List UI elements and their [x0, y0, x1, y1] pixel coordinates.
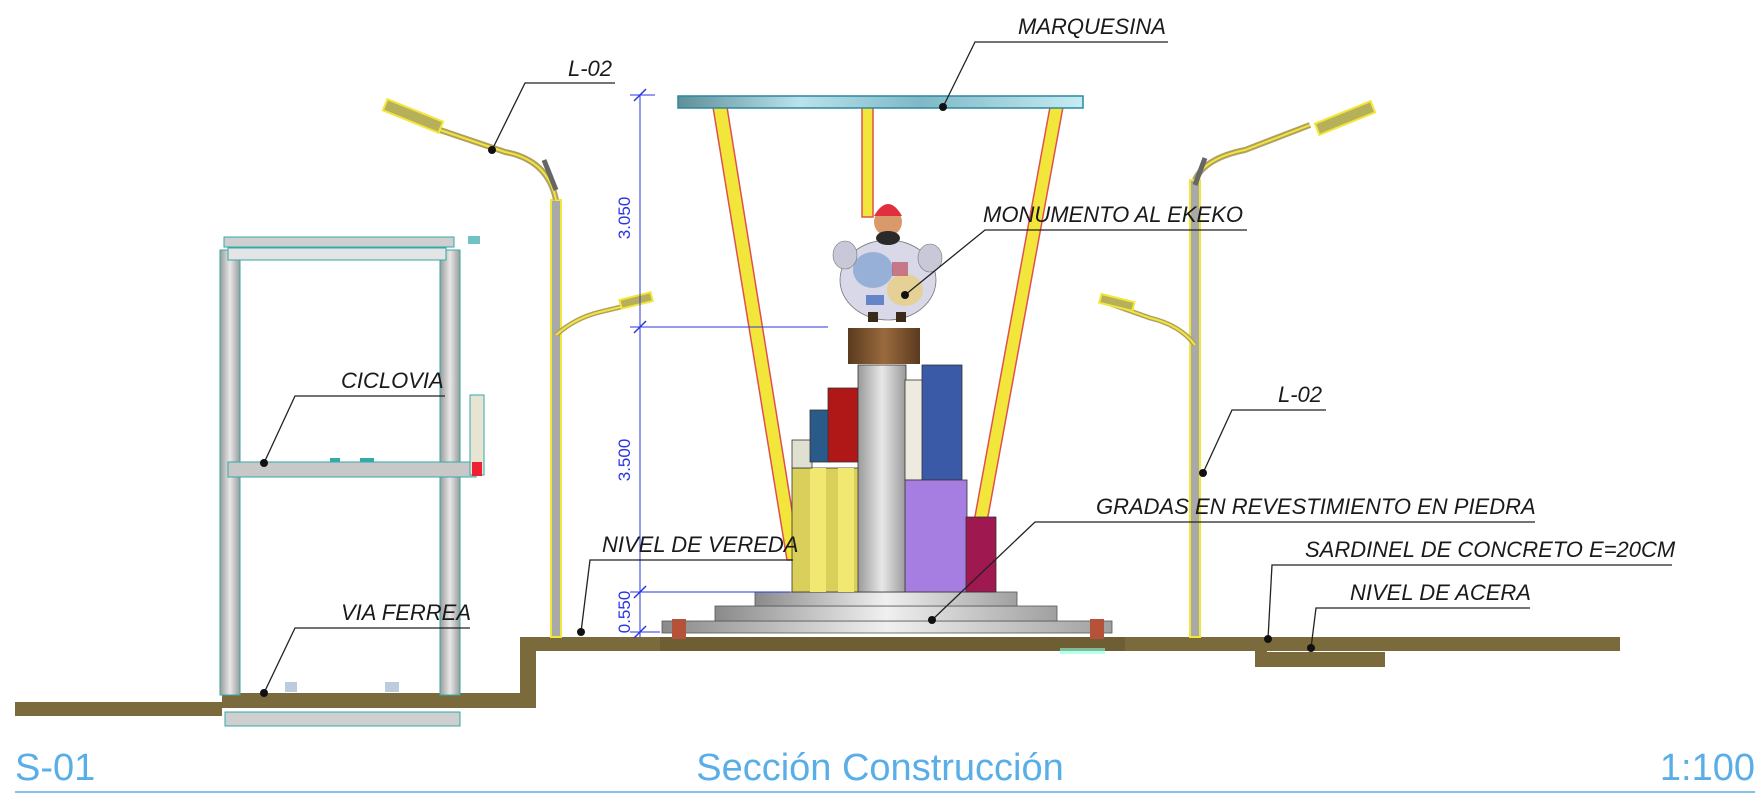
dimension-chain: 3.050 3.500 0.550 — [615, 88, 828, 639]
street-light-left — [381, 97, 654, 638]
label-via-ferrea: VIA FERREA — [341, 600, 471, 625]
annotations: MARQUESINA L-02 MONUMENTO AL EKEKO CICLO… — [260, 14, 1676, 697]
dimension-3500: 3.500 — [615, 439, 634, 482]
label-marquesina: MARQUESINA — [1018, 14, 1166, 39]
title-block: S-01 Sección Construcción 1:100 — [15, 747, 1755, 793]
bridge-structure — [219, 236, 485, 696]
drawing-code: S-01 — [15, 747, 95, 789]
dimension-3050: 3.050 — [615, 197, 634, 240]
label-l02-left: L-02 — [568, 56, 612, 81]
label-ciclovia: CICLOVIA — [341, 368, 444, 393]
street-light-right — [1098, 99, 1377, 638]
label-nivel-acera: NIVEL DE ACERA — [1350, 580, 1531, 605]
label-sardinel: SARDINEL DE CONCRETO E=20CM — [1305, 537, 1676, 562]
drawing-scale: 1:100 — [1660, 747, 1755, 789]
label-nivel-vereda: NIVEL DE VEREDA — [602, 532, 798, 557]
ground-profile — [15, 637, 1620, 727]
monument-pedestal — [661, 328, 1113, 639]
drawing-title: Sección Construcción — [696, 747, 1064, 789]
ekeko-statue — [832, 204, 943, 322]
label-monumento: MONUMENTO AL EKEKO — [983, 202, 1243, 227]
label-l02-right: L-02 — [1278, 382, 1322, 407]
dimension-0550: 0.550 — [615, 591, 634, 634]
label-gradas: GRADAS EN REVESTIMIENTO EN PIEDRA — [1096, 494, 1536, 519]
canopy-structure — [677, 95, 1084, 561]
